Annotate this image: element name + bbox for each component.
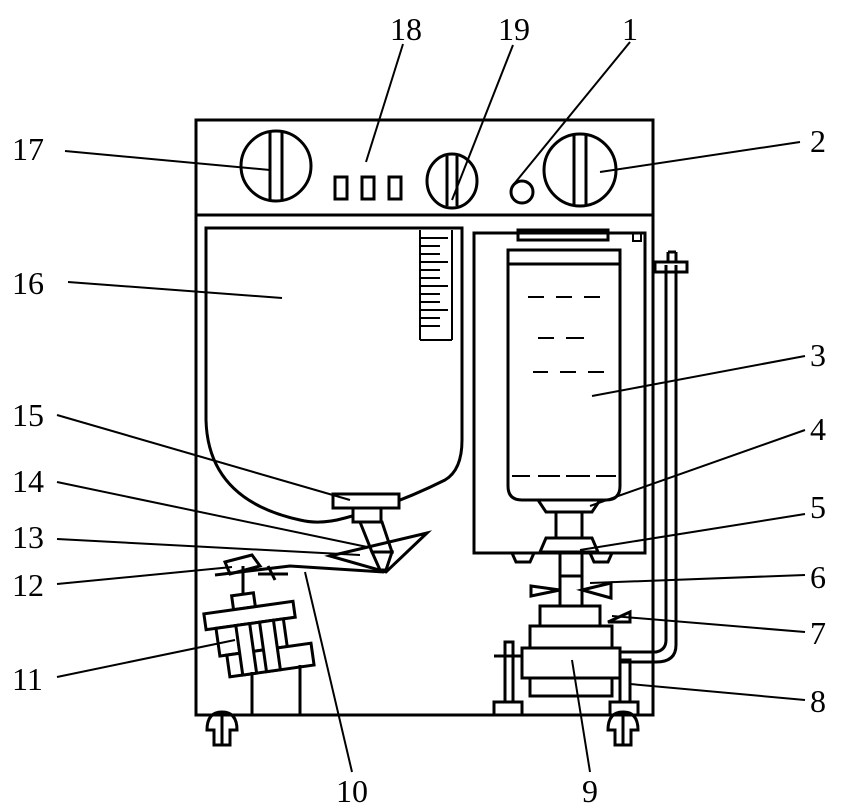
bottle bbox=[506, 248, 622, 502]
funnel bbox=[324, 530, 433, 574]
right-caster bbox=[606, 710, 640, 747]
middle-knob bbox=[425, 152, 479, 210]
label-9: 9 bbox=[582, 773, 598, 807]
pump-top bbox=[528, 624, 614, 650]
right-knob bbox=[542, 132, 618, 208]
label-6: 6 bbox=[810, 559, 826, 595]
return-pipe-inner bbox=[620, 265, 678, 664]
left-knob bbox=[239, 129, 313, 203]
label-11: 11 bbox=[12, 661, 43, 697]
label-1: 1 bbox=[622, 11, 638, 47]
outlet-stem bbox=[554, 510, 584, 540]
label-12: 12 bbox=[12, 567, 44, 603]
return-pipe-outer bbox=[620, 265, 668, 654]
label-18: 18 bbox=[390, 11, 422, 47]
label-2: 2 bbox=[810, 123, 826, 159]
label-3: 3 bbox=[810, 337, 826, 373]
label-8: 8 bbox=[810, 683, 826, 719]
indicator-switches bbox=[333, 175, 403, 201]
label-16: 16 bbox=[12, 265, 44, 301]
label-4: 4 bbox=[810, 411, 826, 447]
bottle-cap bbox=[516, 228, 610, 242]
coupling bbox=[538, 604, 602, 628]
valve-stem bbox=[558, 550, 584, 578]
left-tank bbox=[204, 226, 464, 524]
bottle-outlet bbox=[535, 498, 603, 514]
label-17: 17 bbox=[12, 131, 44, 167]
label-10: 10 bbox=[336, 773, 368, 807]
motor-assembly bbox=[202, 591, 316, 679]
label-14: 14 bbox=[12, 463, 44, 499]
left-caster bbox=[205, 710, 239, 747]
pump-base bbox=[528, 676, 614, 698]
tank-outlet-valve bbox=[331, 492, 401, 572]
label-5: 5 bbox=[810, 489, 826, 525]
pump-body bbox=[520, 646, 622, 680]
valve-wings bbox=[529, 574, 613, 608]
label-13: 13 bbox=[12, 519, 44, 555]
bracket-right bbox=[587, 551, 615, 564]
label-7: 7 bbox=[810, 615, 826, 651]
valve-upper bbox=[537, 536, 601, 554]
left-tank-level-scale bbox=[419, 230, 453, 341]
label-15: 15 bbox=[12, 397, 44, 433]
label-19: 19 bbox=[498, 11, 530, 47]
right-compartment-latch bbox=[632, 232, 642, 242]
pump-bracket-left bbox=[492, 640, 524, 717]
indicator-lamp bbox=[509, 179, 535, 205]
bracket-left bbox=[509, 551, 537, 564]
lever bbox=[222, 553, 288, 598]
cabinet-outline bbox=[194, 118, 655, 717]
pipe-top-clamp bbox=[653, 260, 689, 274]
leader-lines bbox=[56, 41, 806, 773]
